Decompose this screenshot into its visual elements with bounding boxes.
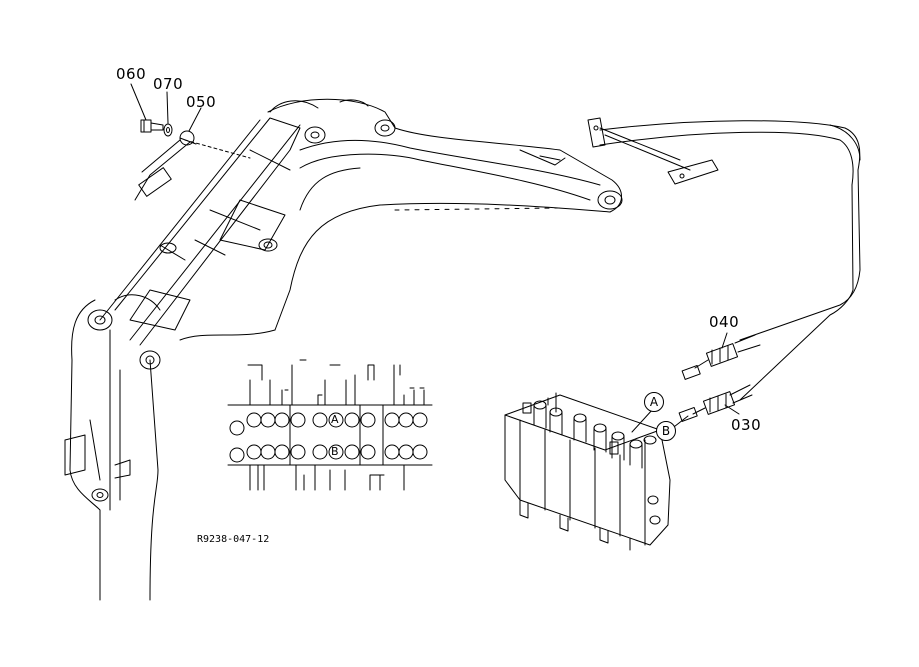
part-label-040: 040 <box>709 313 740 331</box>
long-hose-lines <box>599 120 861 401</box>
leader-060 <box>130 83 147 121</box>
boom-cylinder <box>99 117 301 346</box>
upper-hose <box>134 139 251 201</box>
leader-040 <box>721 332 728 349</box>
valve-schematic-inset <box>227 359 433 491</box>
boom-arm <box>179 98 623 341</box>
hose-040 <box>681 334 761 380</box>
schematic-port-b: B <box>331 445 339 458</box>
leader-030 <box>724 404 740 415</box>
port-callout-a: A <box>644 392 664 412</box>
leader-050 <box>188 107 202 132</box>
schematic-port-a: A <box>331 413 339 426</box>
washer-070 <box>163 123 173 137</box>
dipper-arm <box>64 289 191 601</box>
hose-clamp-bracket <box>587 117 719 185</box>
leader-070 <box>166 91 169 124</box>
fitting-bolt-060 <box>140 119 164 133</box>
port-callout-b: B <box>656 421 676 441</box>
part-label-030: 030 <box>731 416 762 434</box>
swivel-fitting-050 <box>179 130 197 146</box>
part-label-060: 060 <box>116 65 147 83</box>
drawing-code: R9238-047-12 <box>197 534 270 545</box>
part-label-070: 070 <box>153 75 184 93</box>
part-label-050: 050 <box>186 93 217 111</box>
leader-port-a <box>631 408 654 433</box>
control-valve <box>504 392 671 551</box>
